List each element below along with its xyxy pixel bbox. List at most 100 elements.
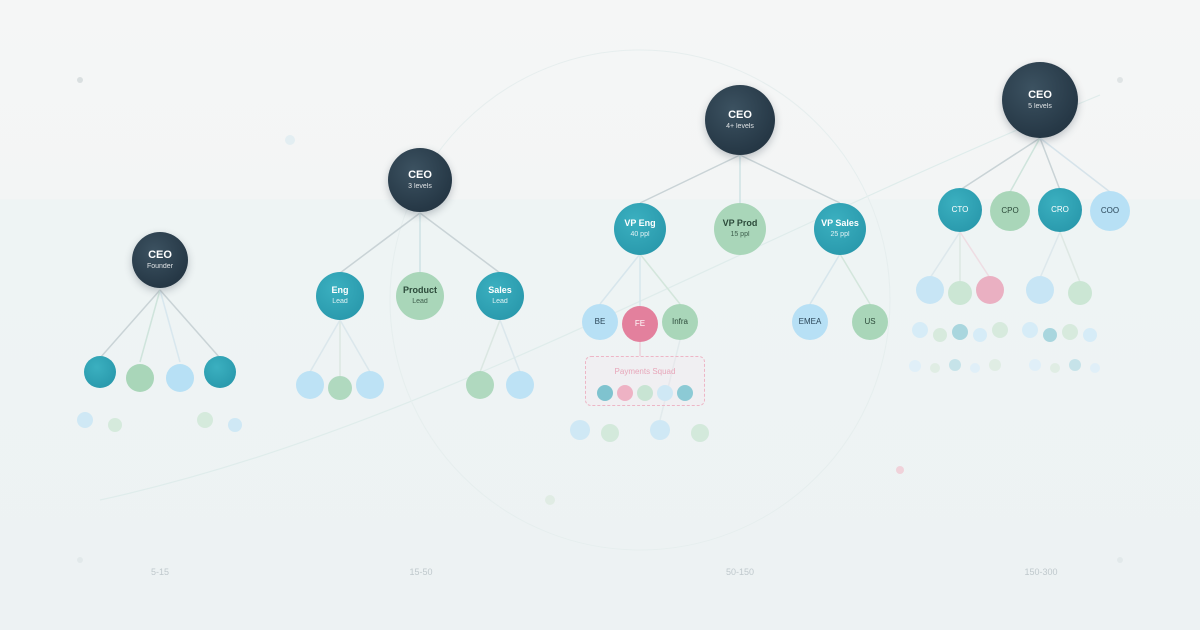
faded-member-dot xyxy=(228,418,242,432)
node-title: US xyxy=(864,316,876,326)
faded-member-dot xyxy=(1022,322,1038,338)
node-title: Sales xyxy=(488,284,512,295)
exec-node-cto: CTO xyxy=(938,188,982,232)
squad-member-dot xyxy=(617,385,633,401)
team-node-be: BE xyxy=(582,304,618,340)
ceo-node-founder: CEO Founder xyxy=(132,232,188,288)
node-subtitle: 40 ppl xyxy=(630,230,650,238)
node-title: CEO xyxy=(1028,88,1052,101)
faded-member-dot xyxy=(570,420,590,440)
team-member-node xyxy=(466,371,494,399)
node-subtitle: 4+ levels xyxy=(726,122,754,130)
faded-member-dot xyxy=(1043,328,1057,342)
node-subtitle: 25 ppl xyxy=(830,230,850,238)
faded-member-dot xyxy=(933,328,947,342)
background-ring xyxy=(389,49,891,551)
background-dot xyxy=(1117,557,1123,563)
node-title: CTO xyxy=(951,204,969,214)
exec-node-cro: CRO xyxy=(1038,188,1082,232)
node-title: EMEA xyxy=(798,316,822,326)
background-dot xyxy=(896,466,904,474)
stage-range-label: 5-15 xyxy=(150,567,169,577)
vp-node-sales: VP Sales 25 ppl xyxy=(814,203,866,255)
node-title: COO xyxy=(1100,205,1120,215)
node-subtitle: Founder xyxy=(146,262,174,270)
team-member-node xyxy=(356,371,384,399)
faded-member-dot xyxy=(108,418,122,432)
faded-member-dot xyxy=(949,359,961,371)
faded-member-dot xyxy=(989,359,1001,371)
stage-range-label: 50-150 xyxy=(725,567,755,577)
faded-member-dot xyxy=(952,324,968,340)
lead-node-sales: Sales Lead xyxy=(476,272,524,320)
background-curve xyxy=(99,94,1101,501)
faded-member-dot xyxy=(970,363,980,373)
squad-label: Payments Squad xyxy=(614,367,676,376)
node-title: CEO xyxy=(408,168,432,181)
faded-member-dot xyxy=(77,412,93,428)
faded-member-dot xyxy=(1083,328,1097,342)
node-subtitle: 15 ppl xyxy=(730,230,750,238)
team-member-node xyxy=(204,356,236,388)
team-member-node xyxy=(506,371,534,399)
faded-member-dot xyxy=(1069,359,1081,371)
node-title: VP Sales xyxy=(821,217,859,228)
faded-member-dot xyxy=(691,424,709,442)
team-node-emea: EMEA xyxy=(792,304,828,340)
ceo-node-stage-4: CEO 5 levels xyxy=(1002,62,1078,138)
team-node-us: US xyxy=(852,304,888,340)
node-title: CEO xyxy=(728,108,752,121)
team-member-node xyxy=(126,364,154,392)
faded-member-dot xyxy=(1026,276,1054,304)
exec-node-cpo: CPO xyxy=(990,191,1030,231)
team-member-node xyxy=(328,376,352,400)
node-title: FE xyxy=(634,318,646,328)
ceo-node-stage-2: CEO 3 levels xyxy=(388,148,452,212)
team-member-node xyxy=(84,356,116,388)
node-title: Product xyxy=(402,284,437,295)
faded-member-dot xyxy=(976,276,1004,304)
exec-node-coo: COO xyxy=(1090,191,1130,231)
node-subtitle: Lead xyxy=(492,297,508,305)
faded-member-dot xyxy=(1062,324,1078,340)
faded-member-dot xyxy=(916,276,944,304)
squad-member-dot xyxy=(657,385,673,401)
background-dot xyxy=(77,77,83,83)
faded-member-dot xyxy=(948,281,972,305)
faded-member-dot xyxy=(930,363,940,373)
node-title: Infra xyxy=(671,316,688,326)
team-node-fe: FE xyxy=(622,306,658,342)
lead-node-eng: Eng Lead xyxy=(316,272,364,320)
node-subtitle: Lead xyxy=(412,297,428,305)
team-member-node xyxy=(166,364,194,392)
node-subtitle: 3 levels xyxy=(408,182,432,190)
faded-member-dot xyxy=(650,420,670,440)
faded-member-dot xyxy=(1029,359,1041,371)
node-title: BE xyxy=(594,316,606,326)
node-subtitle: Lead xyxy=(332,297,348,305)
faded-member-dot xyxy=(973,328,987,342)
node-title: VP Eng xyxy=(624,217,656,228)
stage-range-label: 15-50 xyxy=(409,567,433,577)
faded-member-dot xyxy=(1050,363,1060,373)
node-title: Eng xyxy=(331,284,349,295)
faded-member-dot xyxy=(909,360,921,372)
faded-member-dot xyxy=(601,424,619,442)
vp-node-prod: VP Prod 15 ppl xyxy=(714,203,766,255)
team-node-infra: Infra xyxy=(662,304,698,340)
faded-member-dot xyxy=(912,322,928,338)
background-dot xyxy=(545,495,555,505)
squad-member-dot xyxy=(637,385,653,401)
faded-member-dot xyxy=(1068,281,1092,305)
node-title: CEO xyxy=(148,248,172,261)
ceo-node-stage-3: CEO 4+ levels xyxy=(705,85,775,155)
faded-member-dot xyxy=(992,322,1008,338)
node-title: CPO xyxy=(1001,205,1019,215)
lead-node-product: Product Lead xyxy=(396,272,444,320)
node-title: CRO xyxy=(1051,204,1069,214)
team-member-node xyxy=(296,371,324,399)
squad-member-dot xyxy=(677,385,693,401)
squad-member-dot xyxy=(597,385,613,401)
